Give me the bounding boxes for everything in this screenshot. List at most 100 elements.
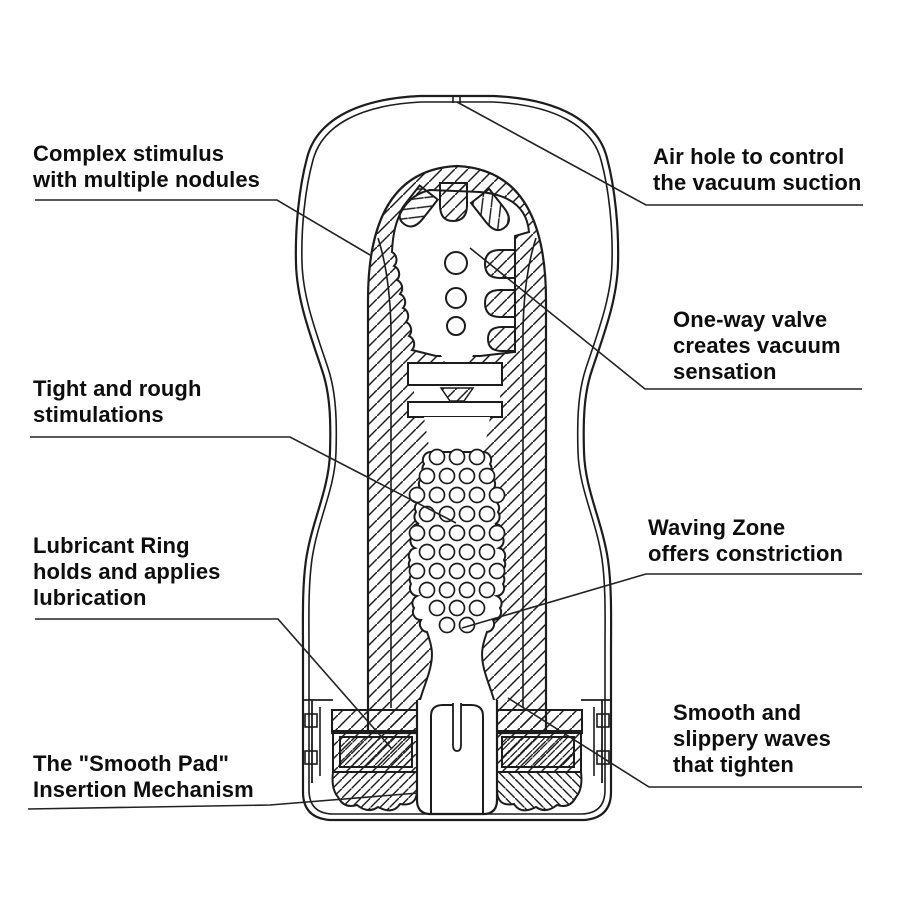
leader-waving-zone xyxy=(461,573,862,629)
stimulation-dot xyxy=(468,524,486,542)
valve-throat xyxy=(438,350,476,364)
stimulation-dot xyxy=(458,543,476,561)
channel-outer-wall xyxy=(415,700,499,816)
rim-clip-left xyxy=(303,699,333,783)
stimulation-dot xyxy=(458,581,476,599)
sleeve-seam-left xyxy=(377,237,392,708)
insertion-channel xyxy=(415,700,499,816)
stimulation-dot xyxy=(468,448,486,466)
leader-lubricant-ring xyxy=(35,618,393,750)
label-line: Insertion Mechanism xyxy=(33,777,254,802)
label-line: Lubricant Ring xyxy=(33,533,190,558)
outer-case xyxy=(294,94,620,822)
stimulation-dot xyxy=(418,543,436,561)
stimulation-dot xyxy=(428,599,446,617)
label-line: Air hole to control xyxy=(653,144,845,169)
stimulation-dot xyxy=(478,581,496,599)
base-assembly xyxy=(303,699,612,812)
valve-flap xyxy=(439,387,475,402)
stimulation-dot xyxy=(488,562,506,580)
label-complex-stimulus: Complex stimulus with multiple nodules xyxy=(33,141,260,193)
nodule-chamber xyxy=(390,182,531,357)
label-line: the vacuum suction xyxy=(653,170,862,195)
stimulation-dot xyxy=(448,599,466,617)
stimulation-dot xyxy=(428,448,446,466)
leader-tight-rough xyxy=(30,436,457,524)
stimulation-dot xyxy=(418,467,436,485)
leader-lines xyxy=(27,101,863,810)
label-line: Tight and rough xyxy=(33,376,202,401)
stimulation-dot xyxy=(438,581,456,599)
label-line: holds and applies xyxy=(33,559,221,584)
chamber-knob-left xyxy=(398,184,440,228)
base-plate-right xyxy=(496,709,583,734)
case-outer-wall xyxy=(294,94,620,822)
label-line: creates vacuum xyxy=(673,333,841,358)
stimulation-dot xyxy=(438,616,456,634)
label-line: that tighten xyxy=(673,752,794,777)
comb-teeth xyxy=(483,249,516,352)
channel-notch xyxy=(452,703,462,752)
label-air-hole: Air hole to control the vacuum suction xyxy=(653,144,861,196)
stimulation-dot xyxy=(448,486,466,504)
stimulation-dot xyxy=(478,543,496,561)
label-line: One-way valve xyxy=(673,307,828,332)
label-smooth-pad: The "Smooth Pad" Insertion Mechanism xyxy=(33,751,254,803)
stimulation-dot xyxy=(468,486,486,504)
one-way-valve xyxy=(407,350,503,452)
smooth-pad-right xyxy=(496,771,583,812)
leader-one-way-valve xyxy=(469,247,862,390)
stimulation-dot xyxy=(448,562,466,580)
valve-slot-upper xyxy=(407,362,503,386)
smooth-pad-left xyxy=(331,771,418,812)
stimulation-dot xyxy=(478,505,496,523)
label-line: Smooth and xyxy=(673,700,802,725)
chamber-knob-center xyxy=(439,182,468,223)
label-tight-rough: Tight and rough stimulations xyxy=(33,376,202,428)
label-line: with multiple nodules xyxy=(33,167,260,192)
chamber-knob-right xyxy=(469,187,510,232)
sleeve-seam-right xyxy=(522,237,537,708)
bead-texture-zone xyxy=(407,448,507,734)
label-one-way-valve: One-way valve creates vacuum sensation xyxy=(673,307,841,385)
stimulation-dot xyxy=(458,505,476,523)
stimulation-dot xyxy=(428,524,446,542)
stimulation-dot xyxy=(488,486,506,504)
air-hole xyxy=(452,95,461,103)
stimulation-dot xyxy=(438,543,456,561)
stimulation-dot xyxy=(408,524,426,542)
channel-fill xyxy=(417,700,497,814)
label-smooth-waves: Smooth and slippery waves that tighten xyxy=(673,700,831,778)
leader-smooth-pad xyxy=(27,792,419,810)
leader-air-hole xyxy=(456,101,863,206)
stimulation-dot xyxy=(428,486,446,504)
stimulation-dot xyxy=(468,599,486,617)
lubricant-ring-right xyxy=(501,736,575,768)
stimulation-dot xyxy=(478,467,496,485)
label-waving-zone: Waving Zone offers constriction xyxy=(648,515,843,567)
label-line: Complex stimulus xyxy=(33,141,225,166)
valve-funnel xyxy=(424,417,490,452)
label-line: lubrication xyxy=(33,585,147,610)
stimulation-dot xyxy=(448,524,466,542)
stimulation-dot xyxy=(468,562,486,580)
case-inner-wall xyxy=(301,101,613,815)
label-line: stimulations xyxy=(33,402,164,427)
stimulation-dot xyxy=(438,467,456,485)
rim-clip-right xyxy=(580,699,612,784)
stimulation-dots xyxy=(408,448,506,634)
stimulation-dot xyxy=(458,467,476,485)
leader-smooth-waves xyxy=(507,697,862,788)
label-line: Waving Zone xyxy=(648,515,786,540)
stimulation-dot xyxy=(428,562,446,580)
stimulation-dot xyxy=(408,562,426,580)
label-line: The "Smooth Pad" xyxy=(33,751,230,776)
lubricant-ring-left xyxy=(339,736,413,768)
valve-slot-lower xyxy=(407,401,503,418)
stimulation-dot xyxy=(488,524,506,542)
stimulation-dot xyxy=(418,581,436,599)
label-line: sensation xyxy=(673,359,777,384)
leader-complex-stimulus xyxy=(35,199,371,256)
